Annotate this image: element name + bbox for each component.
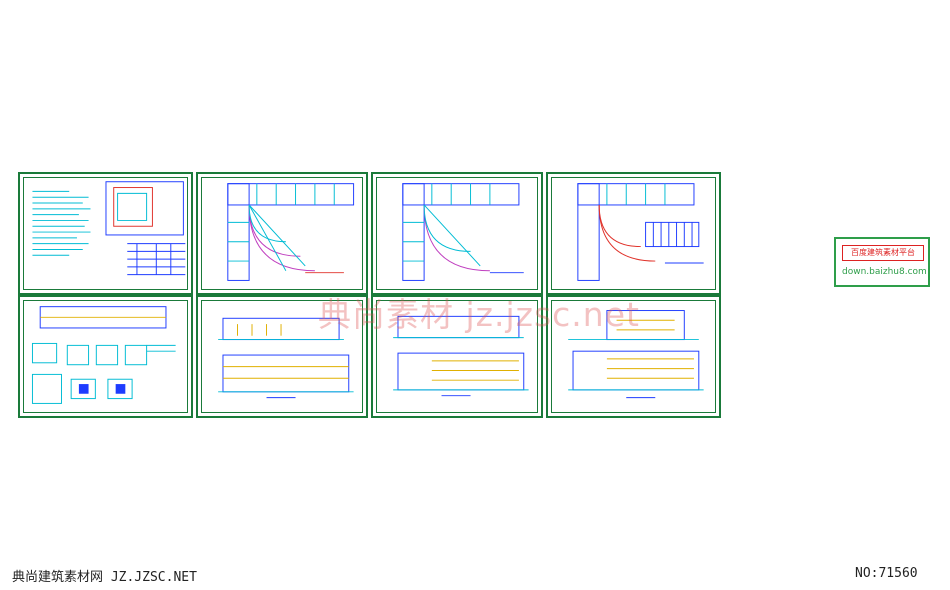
sheet-inner-frame [201, 177, 363, 290]
floor-plan-3-drawing [577, 183, 704, 281]
stamp-url: down.baizhu8.com [842, 267, 927, 277]
sheet-inner-frame [551, 300, 716, 413]
floor-plan-2-drawing [402, 183, 524, 281]
sheet-elevation-2 [371, 295, 543, 418]
footer-site-name: 典尚建筑素材网 JZ.JZSC.NET [12, 570, 197, 585]
sheet-floor-plan-1 [196, 172, 368, 295]
sheet-inner-frame [23, 300, 188, 413]
sheet-elevation-1 [196, 295, 368, 418]
sheet-floor-plan-2 [371, 172, 543, 295]
sheet-inner-frame [23, 177, 188, 290]
sheet-inner-frame [201, 300, 363, 413]
details-drawing [31, 306, 176, 404]
floor-plan-1-drawing [227, 183, 355, 281]
watermark-text: 典尚素材 jz.jzsc.net [318, 295, 640, 334]
sheet-inner-frame [376, 300, 538, 413]
sheet-floor-plan-3 [546, 172, 721, 295]
footer-number: NO:71560 [855, 566, 918, 581]
elevation-1-drawing [218, 317, 354, 399]
sheet-details [18, 295, 193, 418]
sheet-design-notes [18, 172, 193, 295]
elevation-2-drawing [393, 315, 529, 397]
sheet-elevation-3 [546, 295, 721, 418]
elevation-3-drawing [568, 310, 704, 399]
sheet-inner-frame [376, 177, 538, 290]
sheet-inner-frame [551, 177, 716, 290]
site-stamp: 百度建筑素材平台 down.baizhu8.com [834, 237, 930, 287]
design-notes-drawing [32, 181, 186, 276]
stamp-title: 百度建筑素材平台 [842, 245, 924, 261]
